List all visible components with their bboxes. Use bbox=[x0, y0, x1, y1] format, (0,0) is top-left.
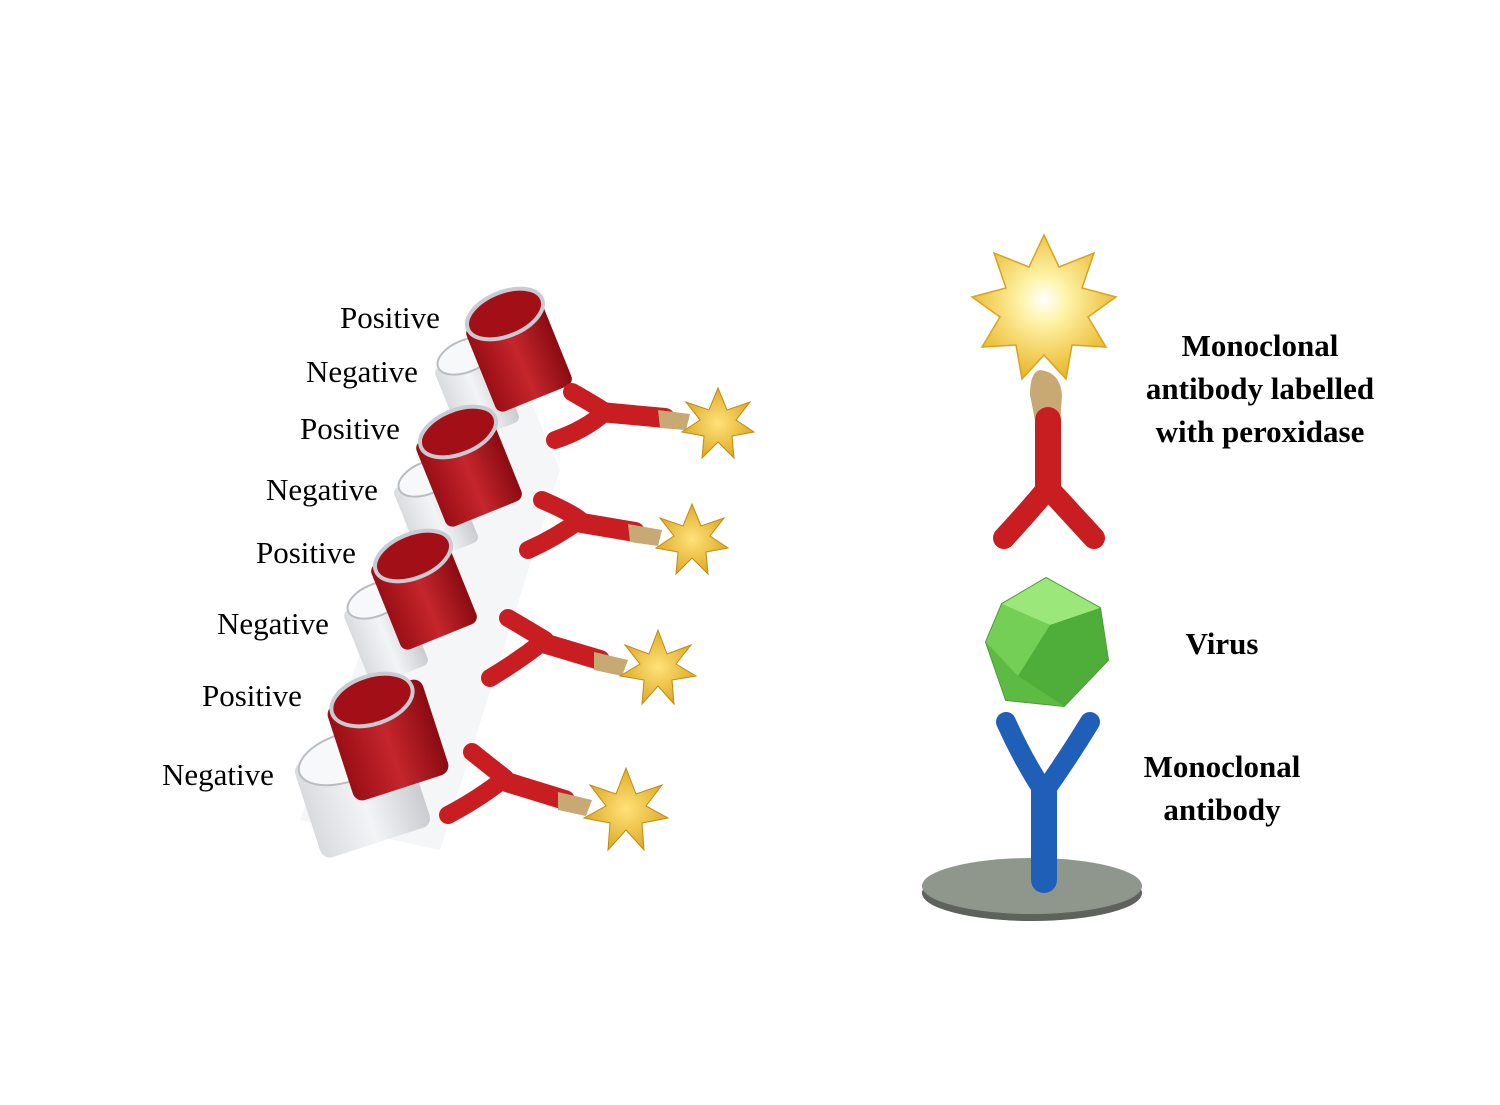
well-label-negative: Negative bbox=[217, 606, 329, 641]
well-label-negative: Negative bbox=[162, 757, 274, 792]
well-strip bbox=[294, 286, 572, 858]
legend-virus-label: Virus bbox=[1185, 626, 1259, 661]
well-label-positive: Positive bbox=[202, 678, 302, 713]
legend-labelled-antibody bbox=[970, 233, 1118, 549]
legend-text-line: antibody bbox=[1163, 792, 1281, 827]
legend-text-line: antibody labelled bbox=[1145, 371, 1375, 406]
legend-antibody-label: Monoclonal antibody bbox=[1092, 745, 1352, 831]
labelled-antibody-1 bbox=[546, 383, 756, 460]
legend-text-line: with peroxidase bbox=[1155, 414, 1365, 449]
well-label-positive: Positive bbox=[340, 300, 440, 335]
peroxidase-icon bbox=[654, 502, 730, 576]
labelled-antibody-3 bbox=[481, 609, 698, 706]
well-pair-3 bbox=[344, 528, 477, 685]
well-label-positive: Positive bbox=[256, 535, 356, 570]
peroxidase-icon bbox=[582, 766, 670, 852]
well-pair-4 bbox=[294, 671, 449, 858]
positive-well bbox=[416, 404, 522, 527]
legend-labelled-antibody-label: Monoclonal antibody labelled with peroxi… bbox=[1110, 324, 1410, 453]
well-label-negative: Negative bbox=[266, 472, 378, 507]
virus-icon bbox=[984, 576, 1110, 708]
well-label-negative: Negative bbox=[306, 354, 418, 389]
labelled-antibody-2 bbox=[519, 491, 730, 576]
peroxidase-icon bbox=[680, 386, 756, 460]
legend-text-line: Monoclonal bbox=[1181, 328, 1339, 363]
legend-capture-antibody bbox=[922, 712, 1142, 921]
legend-text-line: Monoclonal bbox=[1143, 749, 1301, 784]
well-pair-2 bbox=[394, 404, 522, 562]
positive-well bbox=[371, 528, 477, 650]
peroxidase-icon bbox=[618, 628, 698, 706]
positive-well bbox=[465, 286, 572, 412]
labelled-antibody-4 bbox=[439, 743, 670, 852]
well-label-positive: Positive bbox=[300, 411, 400, 446]
positive-well bbox=[327, 671, 449, 801]
bound-conjugates bbox=[439, 383, 756, 852]
peroxidase-large-icon bbox=[970, 233, 1118, 381]
